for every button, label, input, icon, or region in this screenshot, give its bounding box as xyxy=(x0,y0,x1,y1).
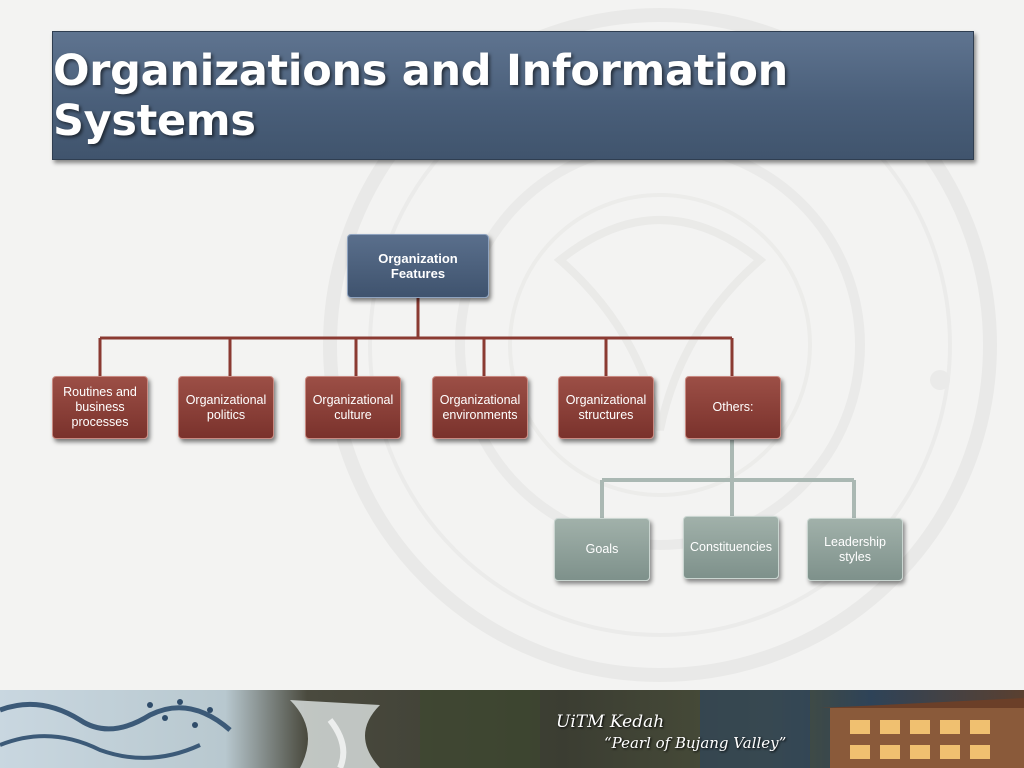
feature-node-routines: Routines and business processes xyxy=(52,376,148,439)
sub-node-label: Goals xyxy=(585,542,619,556)
sub-node-goals: Goals xyxy=(554,518,650,581)
feature-node-culture: Organizational culture xyxy=(305,376,401,439)
slide-title: Organizations and Information Systems xyxy=(53,45,788,146)
feature-node-politics: Organizational politics xyxy=(178,376,274,439)
feature-node-label: Organizational environments xyxy=(439,392,521,422)
sub-node-constituencies: Constituencies xyxy=(683,516,779,579)
footer-photo-collage xyxy=(0,690,1024,768)
footer-banner: UiTM Kedah “Pearl of Bujang Valley” xyxy=(0,690,1024,768)
footer-tagline: “Pearl of Bujang Valley” xyxy=(604,734,787,752)
feature-node-environments: Organizational environments xyxy=(432,376,528,439)
feature-node-label: Organizational culture xyxy=(312,392,394,422)
feature-node-label: Routines and business processes xyxy=(63,385,137,429)
feature-node-label: Others: xyxy=(712,400,754,414)
sub-node-label: Leadership styles xyxy=(824,534,886,564)
feature-node-label: Organizational structures xyxy=(565,392,647,422)
root-node-organization-features: Organization Features xyxy=(347,234,489,298)
sub-node-label: Constituencies xyxy=(690,540,772,554)
root-node-label: Organization Features xyxy=(378,251,458,281)
title-banner: Organizations and Information Systems xyxy=(52,31,974,160)
sub-node-leadership-styles: Leadership styles xyxy=(807,518,903,581)
feature-node-label: Organizational politics xyxy=(185,392,267,422)
feature-node-others: Others: xyxy=(685,376,781,439)
footer-institution-label: UiTM Kedah xyxy=(556,712,665,732)
feature-node-structures: Organizational structures xyxy=(558,376,654,439)
